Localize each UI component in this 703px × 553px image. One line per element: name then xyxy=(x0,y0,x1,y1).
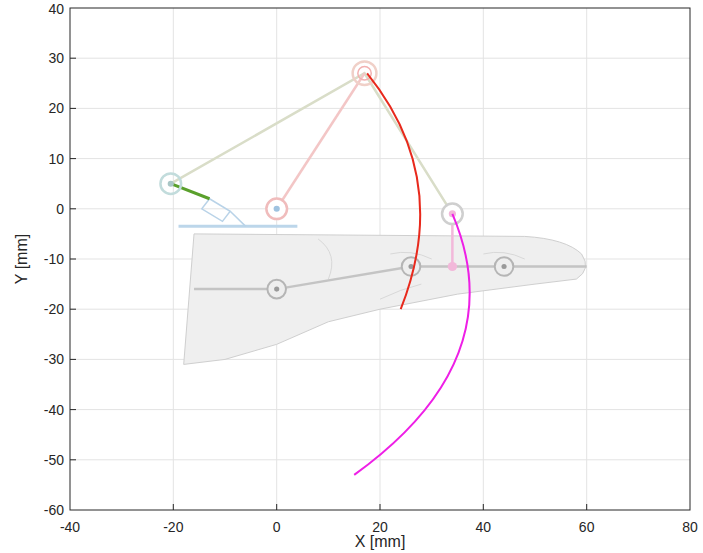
bone-line xyxy=(194,267,587,290)
finger-joints xyxy=(267,257,513,298)
tick-label: 20 xyxy=(372,520,388,534)
tick-label: 10 xyxy=(48,152,64,166)
pivot xyxy=(442,204,463,225)
grid-lines xyxy=(70,8,690,510)
link-bar xyxy=(171,73,453,214)
tick-label: -30 xyxy=(44,352,64,366)
trajectory-curve xyxy=(367,73,420,309)
tick-label: 0 xyxy=(56,202,64,216)
tick-label: -20 xyxy=(163,520,183,534)
tick-label: -10 xyxy=(44,252,64,266)
tick-label: -20 xyxy=(44,302,64,316)
trajectory-curve xyxy=(354,214,469,475)
tick-label: -40 xyxy=(60,520,80,534)
tick-label: 40 xyxy=(476,520,492,534)
axis-label: Y [mm] xyxy=(14,234,30,284)
link-bar xyxy=(277,73,365,209)
tick-label: 0 xyxy=(273,520,281,534)
base-plate xyxy=(179,225,298,228)
actuator xyxy=(202,199,246,227)
tick-label: -50 xyxy=(44,453,64,467)
pivot xyxy=(160,173,181,194)
axis-label: X [mm] xyxy=(355,534,406,550)
mechanism-drawing xyxy=(160,61,586,474)
axes-box xyxy=(70,8,690,510)
tick-label: -40 xyxy=(44,403,64,417)
tick-label: 80 xyxy=(682,520,698,534)
tick-label: 40 xyxy=(48,2,64,16)
finger-outline xyxy=(184,234,586,365)
tick-marks xyxy=(70,58,587,510)
tick-label: 20 xyxy=(48,101,64,115)
axes-background xyxy=(70,8,690,510)
tick-label: -60 xyxy=(44,503,64,517)
tick-label: 60 xyxy=(579,520,595,534)
pivot xyxy=(266,199,287,220)
tick-label: 30 xyxy=(48,51,64,65)
